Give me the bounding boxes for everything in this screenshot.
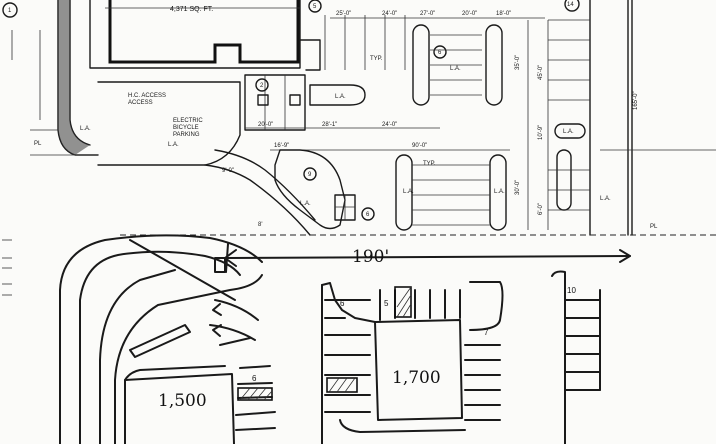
svg-text:45'-0": 45'-0" [538, 65, 544, 80]
svg-text:L.A.: L.A. [450, 66, 461, 72]
svg-text:7: 7 [484, 328, 489, 337]
svg-text:18'-0": 18'-0" [496, 11, 511, 17]
property-line-right: 165'-0" L.A. PL [600, 0, 716, 236]
right-stall-row: 10 [551, 270, 601, 444]
svg-text:2: 2 [260, 83, 264, 89]
svg-text:L.A.: L.A. [494, 189, 505, 195]
svg-text:24'-0": 24'-0" [382, 122, 397, 128]
svg-text:165'-0": 165'-0" [633, 91, 639, 110]
existing-building [89, 0, 321, 71]
dimension-strings-top: 25'-0" 24'-0" 27'-0" 20'-0" 18'-0" 20'-0… [222, 11, 545, 228]
svg-text:20'-0": 20'-0" [258, 122, 273, 128]
svg-text:24'-0": 24'-0" [382, 11, 397, 17]
left-margin-marks [11, 30, 41, 120]
svg-text:PARKING: PARKING [173, 132, 200, 138]
parking-islands-top: 6 L.A. [412, 24, 503, 106]
svg-text:5: 5 [313, 4, 317, 10]
svg-text:BICYCLE: BICYCLE [173, 125, 199, 131]
svg-text:1: 1 [8, 8, 12, 14]
sheet-key-1: 1 [2, 2, 18, 18]
drive-curbs [120, 149, 716, 236]
svg-text:ELECTRIC: ELECTRIC [173, 118, 203, 124]
dimension-strings-right: 35'-0" 30'-0" 45'-0" 10'-9" 6'-0" L.A. [515, 20, 586, 230]
dimension-190 [224, 243, 631, 273]
svg-text:TYP.: TYP. [423, 161, 436, 167]
svg-text:30'-0": 30'-0" [515, 180, 521, 195]
svg-text:TYP.: TYP. [370, 56, 383, 62]
svg-text:20'-0": 20'-0" [462, 11, 477, 17]
center-stall-rows: 6 5 7 [321, 281, 504, 444]
svg-text:PL: PL [650, 224, 658, 230]
svg-text:L.A.: L.A. [563, 129, 574, 135]
la-label-left: L.A. [80, 126, 91, 132]
svg-text:6: 6 [366, 212, 370, 218]
right-stall-column: 14 [548, 0, 591, 236]
pad-1500-label: 1,500 [158, 391, 207, 411]
dimension-190-label: 190' [352, 247, 389, 267]
svg-text:L.A.: L.A. [300, 201, 311, 207]
svg-text:L.A.: L.A. [600, 196, 611, 202]
pad-1500-stalls: 6 [235, 365, 276, 431]
margin-ticks [2, 239, 12, 296]
svg-text:8': 8' [258, 222, 262, 228]
hc-access-label: H.C. ACCESS [128, 93, 166, 99]
pad-1700-label: 1,700 [392, 368, 441, 388]
svg-text:L.A.: L.A. [335, 94, 346, 100]
svg-text:6: 6 [340, 299, 345, 308]
svg-text:9: 9 [308, 172, 312, 178]
svg-text:25'-0": 25'-0" [336, 11, 351, 17]
svg-text:L.A.: L.A. [403, 189, 414, 195]
accessible-parking: 2 [244, 74, 306, 131]
parking-bay-middle: 9 L.A. 6 L.A. L.A. [274, 149, 507, 231]
svg-text:10: 10 [567, 286, 576, 295]
bicycle-parking-label: ELECTRIC BICYCLE PARKING [173, 118, 203, 138]
svg-text:6: 6 [252, 374, 257, 383]
svg-text:5: 5 [384, 299, 389, 308]
pl-label-left: PL [34, 141, 42, 147]
svg-text:16'-9": 16'-9" [274, 143, 289, 149]
svg-text:35'-0": 35'-0" [515, 55, 521, 70]
hc-access-label-2: ACCESS [128, 100, 153, 106]
svg-text:14: 14 [567, 2, 574, 8]
svg-text:6'-0": 6'-0" [538, 203, 544, 215]
parking-bay-top-center: 5 L.A. [308, 0, 406, 106]
pad-building-1700 [374, 319, 463, 421]
svg-text:90'-0": 90'-0" [412, 143, 427, 149]
building-area-label: 4,371 SQ. FT. [170, 6, 213, 13]
la-label-bicycle: L.A. [168, 142, 179, 148]
drive-thru-lanes [59, 234, 263, 444]
svg-text:6: 6 [438, 50, 442, 56]
left-landscape-strip [30, 0, 99, 156]
svg-text:10'-9": 10'-9" [538, 125, 544, 140]
svg-text:28'-1": 28'-1" [322, 122, 337, 128]
svg-text:27'-0": 27'-0" [420, 11, 435, 17]
svg-text:9'-0": 9'-0" [222, 168, 234, 174]
pad-building-1500 [124, 365, 235, 444]
